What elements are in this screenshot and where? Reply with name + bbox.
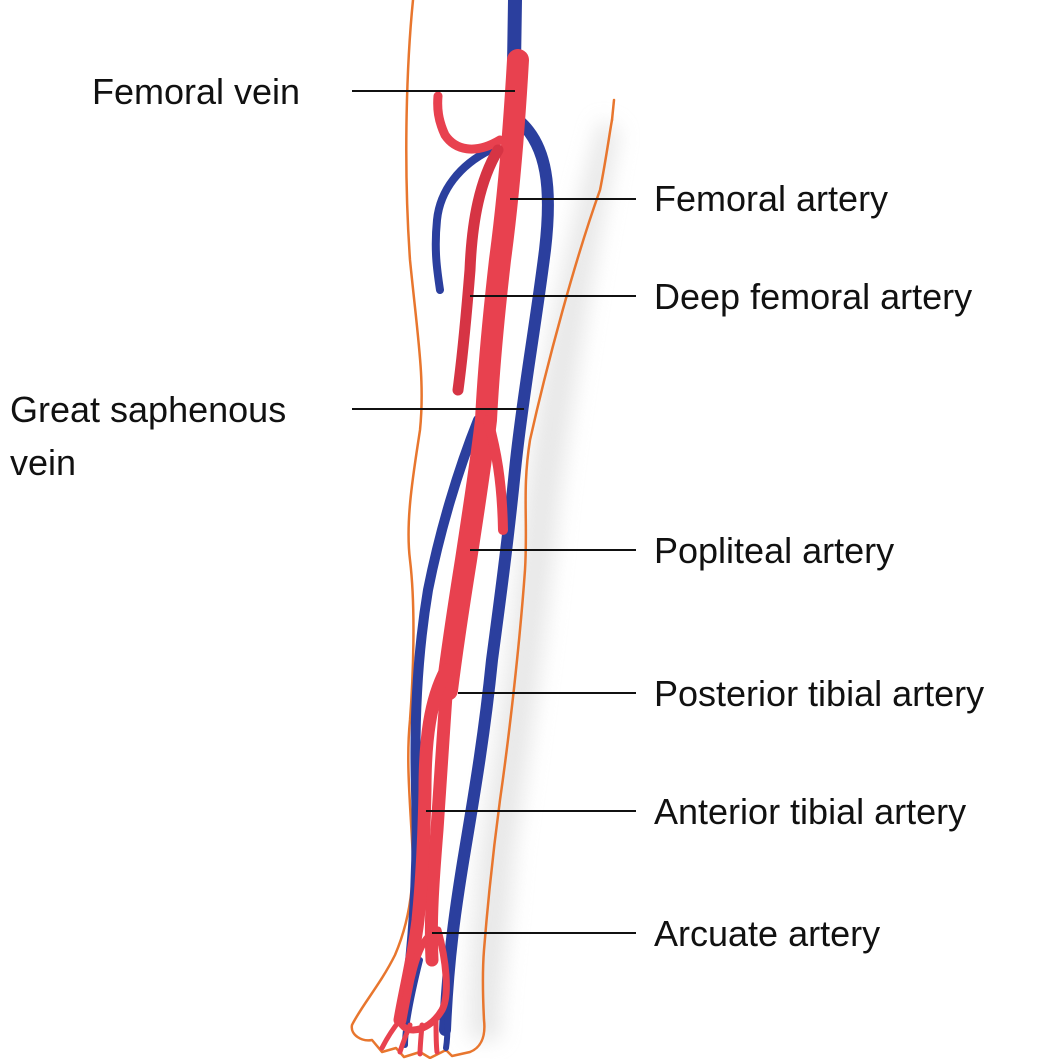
superficial-branch: [438, 96, 500, 149]
label-femoral-artery: Femoral artery: [654, 177, 888, 221]
label-arcuate-artery: Arcuate artery: [654, 912, 880, 956]
label-femoral-vein: Femoral vein: [92, 70, 300, 114]
label-deep-femoral-artery: Deep femoral artery: [654, 275, 972, 319]
label-posterior-tibial-artery: Posterior tibial artery: [654, 672, 984, 716]
label-great-saphenous-vein-line2: vein: [10, 441, 76, 485]
label-anterior-tibial-artery: Anterior tibial artery: [654, 790, 966, 834]
label-popliteal-artery: Popliteal artery: [654, 529, 894, 573]
genicular-branch: [488, 420, 503, 530]
label-great-saphenous-vein-line1: Great saphenous: [10, 388, 286, 432]
